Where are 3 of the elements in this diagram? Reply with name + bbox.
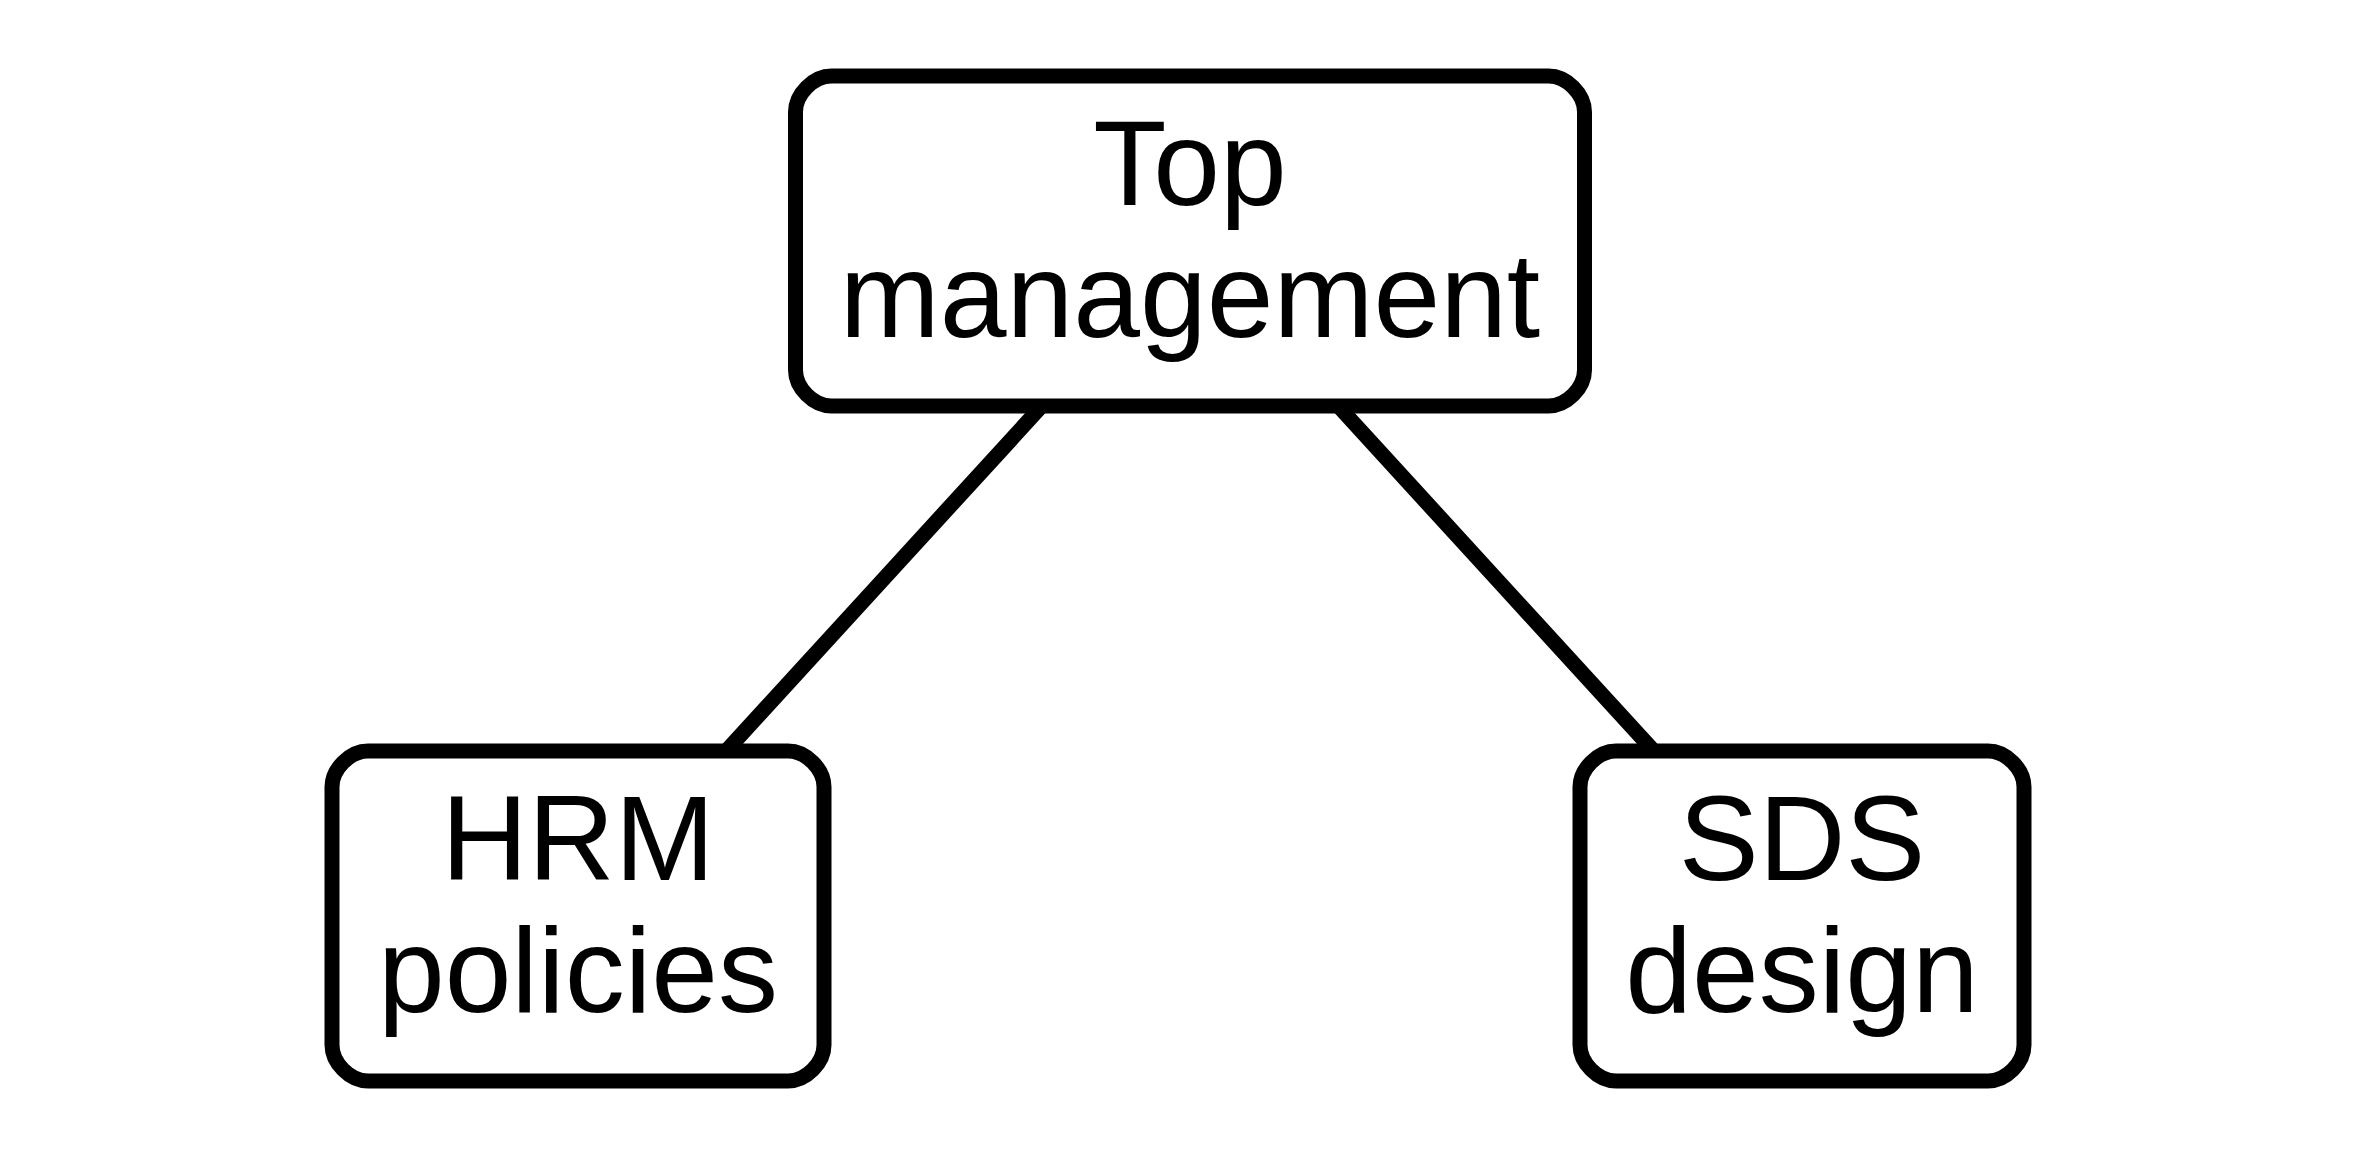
node-box: Top management xyxy=(787,68,1592,413)
node-box: SDS design xyxy=(1572,743,2031,1088)
node-box: HRM policies xyxy=(324,743,831,1088)
